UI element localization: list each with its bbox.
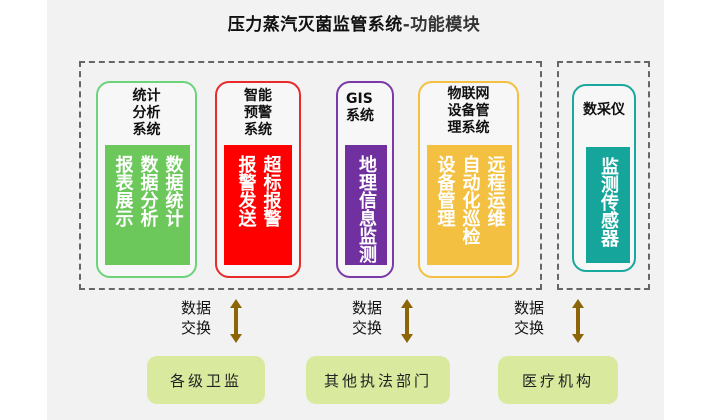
module-title-line: 预警 — [244, 105, 272, 121]
function-item: 数据分析 — [137, 155, 159, 227]
function-item: 地理信息监测 — [356, 155, 377, 263]
title-main: 压力蒸汽灭菌监管系统 — [227, 15, 403, 35]
module-title: 智能 预警 系统 — [217, 88, 299, 139]
module-function-panel: 报表展示 数据分析 数据统计 — [105, 145, 190, 265]
function-item: 超标报警 — [260, 155, 282, 227]
bidirectional-arrow-icon — [230, 299, 242, 343]
module-title-line: 设备管 — [447, 103, 490, 119]
module-function-panel: 报警发送 超标报警 — [224, 145, 292, 265]
data-exchange-label: 数据 交换 — [514, 298, 544, 338]
destination-health-supervision[interactable]: 各级卫监 — [147, 356, 265, 404]
module-title-line: 统计 — [132, 88, 161, 104]
destination-other-enforcement[interactable]: 其他执法部门 — [306, 356, 450, 404]
module-title-line: 物联网 — [447, 86, 490, 102]
module-gis[interactable]: GIS 系统 地理信息监测 — [336, 81, 394, 278]
exchange-line: 数据 — [514, 299, 545, 317]
module-title: 数采仪 — [574, 102, 634, 119]
destination-medical-institutions[interactable]: 医疗机构 — [498, 356, 618, 404]
module-title-line: 系统 — [132, 122, 161, 138]
function-item: 报表展示 — [112, 155, 134, 227]
module-title-line: 数采仪 — [583, 102, 625, 118]
bidirectional-arrow-icon — [401, 299, 413, 343]
exchange-line: 交换 — [352, 319, 383, 337]
function-item: 报警发送 — [235, 155, 257, 227]
module-title-line: 分析 — [132, 105, 161, 121]
module-function-panel: 监测传感器 — [586, 147, 630, 263]
function-item: 数据统计 — [162, 155, 184, 227]
module-function-panel: 地理信息监测 — [345, 145, 387, 265]
module-iot-device-management[interactable]: 物联网 设备管 理系统 设备管理 自动化巡检 远程运维 — [418, 81, 519, 278]
data-exchange-label: 数据 交换 — [352, 298, 382, 338]
module-function-panel: 设备管理 自动化巡检 远程运维 — [427, 145, 512, 265]
module-title: GIS 系统 — [338, 91, 392, 125]
device-group-box — [557, 61, 650, 290]
platform-group-box — [79, 61, 542, 290]
module-statistics[interactable]: 统计 分析 系统 报表展示 数据分析 数据统计 — [96, 81, 197, 278]
module-title-line: GIS — [346, 91, 373, 107]
exchange-line: 交换 — [181, 319, 212, 337]
bidirectional-arrow-icon — [572, 299, 584, 343]
function-item: 远程运维 — [484, 155, 506, 227]
exchange-line: 数据 — [352, 299, 383, 317]
module-title-line: 理系统 — [447, 120, 490, 136]
module-title-line: 智能 — [244, 88, 272, 104]
module-early-warning[interactable]: 智能 预警 系统 报警发送 超标报警 — [215, 81, 301, 278]
diagram-title: 压力蒸汽灭菌监管系统-功能模块 — [0, 10, 708, 35]
function-item: 设备管理 — [434, 155, 456, 227]
module-title: 物联网 设备管 理系统 — [420, 86, 517, 137]
data-exchange-label: 数据 交换 — [181, 298, 211, 338]
function-item: 监测传感器 — [598, 157, 619, 247]
title-sub: -功能模块 — [402, 15, 481, 35]
function-item: 自动化巡检 — [459, 155, 481, 245]
module-title-line: 系统 — [244, 122, 272, 138]
exchange-line: 交换 — [514, 319, 545, 337]
module-data-collector[interactable]: 数采仪 监测传感器 — [572, 84, 636, 272]
exchange-line: 数据 — [181, 299, 212, 317]
module-title-line: 系统 — [346, 108, 374, 124]
module-title: 统计 分析 系统 — [98, 88, 195, 139]
